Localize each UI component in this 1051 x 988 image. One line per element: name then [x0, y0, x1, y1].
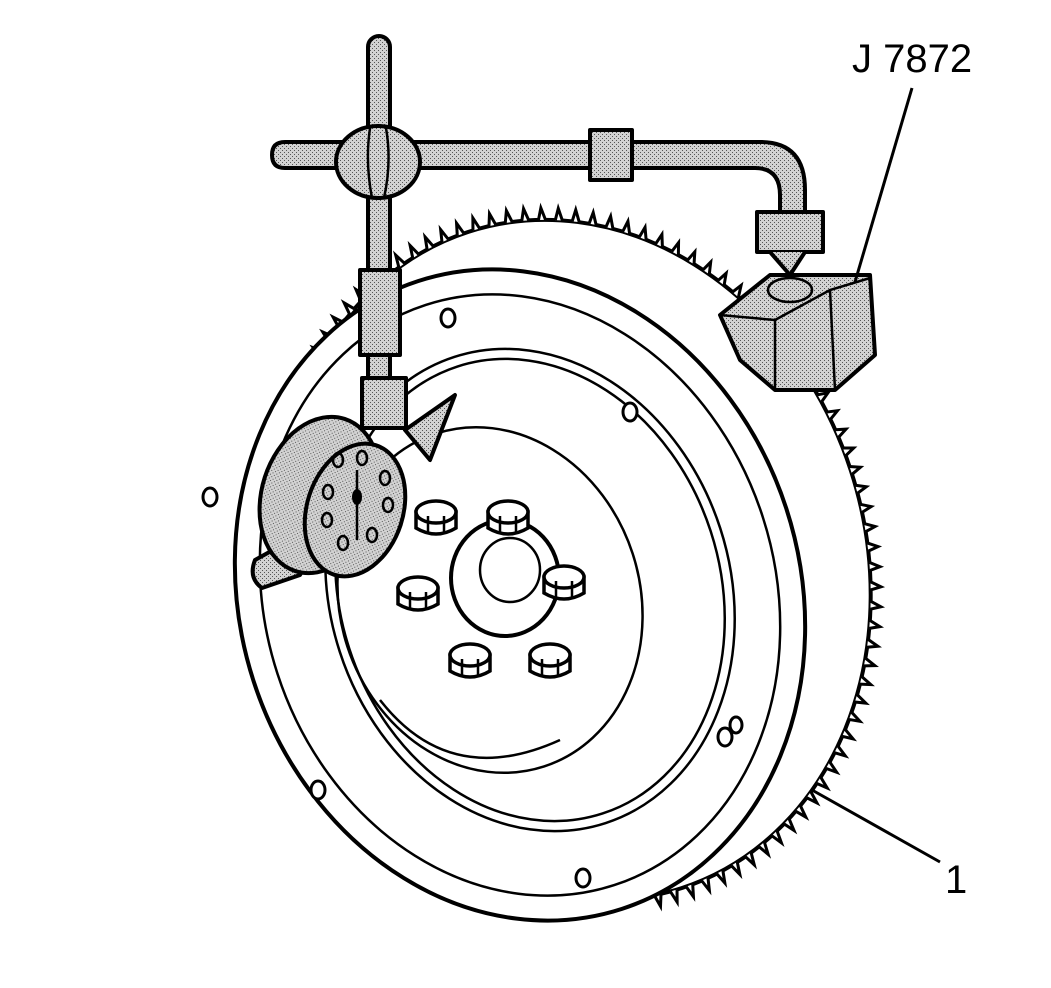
gear-tooth — [834, 744, 850, 759]
dial-gauge — [250, 376, 457, 590]
gear-tooth — [392, 250, 406, 268]
bolt — [528, 642, 572, 679]
gear-tooth — [757, 841, 772, 859]
gear-tooth — [849, 464, 865, 476]
gear-tooth — [454, 218, 466, 236]
gear-tooth — [825, 761, 841, 776]
gear-tooth — [842, 446, 858, 457]
callout-tool: J 7872 — [852, 37, 972, 283]
gear-tooth — [841, 728, 858, 742]
gear-tooth — [716, 269, 729, 286]
callout-part: 1 — [811, 788, 967, 902]
gear-tooth — [670, 238, 681, 256]
gear-tooth — [669, 889, 679, 908]
part-callout-label: 1 — [945, 858, 967, 902]
gear-tooth — [866, 541, 883, 553]
gear-tooth — [783, 818, 798, 835]
gear-tooth — [848, 711, 864, 724]
gear-tooth — [553, 203, 564, 221]
gear-tooth — [866, 638, 882, 649]
gear-tooth — [520, 203, 531, 222]
gear-tooth — [744, 852, 758, 870]
gear-tooth — [859, 675, 875, 687]
gear-tooth — [868, 619, 885, 630]
gear-tooth — [869, 580, 886, 592]
tool-callout-label: J 7872 — [852, 37, 972, 81]
gear-tooth — [826, 408, 841, 421]
gear-tooth — [587, 207, 598, 226]
crank-bolts — [396, 499, 586, 679]
bolt — [396, 575, 440, 612]
gear-tooth — [654, 229, 664, 248]
gear-tooth — [340, 299, 356, 316]
gear-tooth — [715, 870, 728, 888]
gear-tooth — [854, 693, 870, 706]
flywheel — [201, 202, 886, 923]
mounting-holes — [201, 307, 744, 889]
gear-tooth — [770, 830, 785, 848]
gear-tooth — [816, 776, 831, 792]
rod-clamp — [334, 124, 422, 200]
gear-tooth — [422, 232, 435, 250]
gear-tooth — [805, 791, 821, 807]
gear-tooth — [684, 884, 696, 902]
bolt — [448, 642, 492, 679]
gear-tooth — [700, 877, 712, 896]
gear-tooth — [868, 560, 885, 572]
gear-tooth — [570, 204, 581, 223]
gear-tooth — [487, 208, 498, 227]
gear-tooth — [438, 224, 450, 243]
gear-tooth — [859, 502, 876, 514]
bolt — [542, 564, 586, 601]
gear-tooth — [817, 390, 832, 403]
gear-tooth — [637, 222, 648, 241]
gear-tooth — [863, 522, 880, 534]
dial-indicator-tool — [250, 34, 877, 590]
gear-tooth — [835, 427, 850, 439]
gear-tooth — [604, 211, 615, 230]
gear-tooth — [621, 216, 632, 235]
gear-tooth — [863, 656, 879, 668]
gear-tooth — [686, 247, 697, 265]
magnetic-base — [718, 210, 877, 392]
gear-tooth — [701, 257, 713, 275]
gear-tooth — [471, 212, 481, 231]
gear-tooth — [855, 483, 871, 495]
bolt — [414, 499, 458, 536]
gear-tooth — [407, 240, 420, 259]
gear-tooth — [730, 861, 743, 880]
gear-tooth — [537, 202, 547, 221]
gear-tooth — [794, 804, 810, 821]
bolt — [486, 499, 530, 536]
gear-tooth — [869, 599, 886, 611]
gear-tooth — [731, 281, 744, 298]
clutch-surface-ring — [324, 347, 736, 833]
gear-tooth — [503, 205, 514, 224]
